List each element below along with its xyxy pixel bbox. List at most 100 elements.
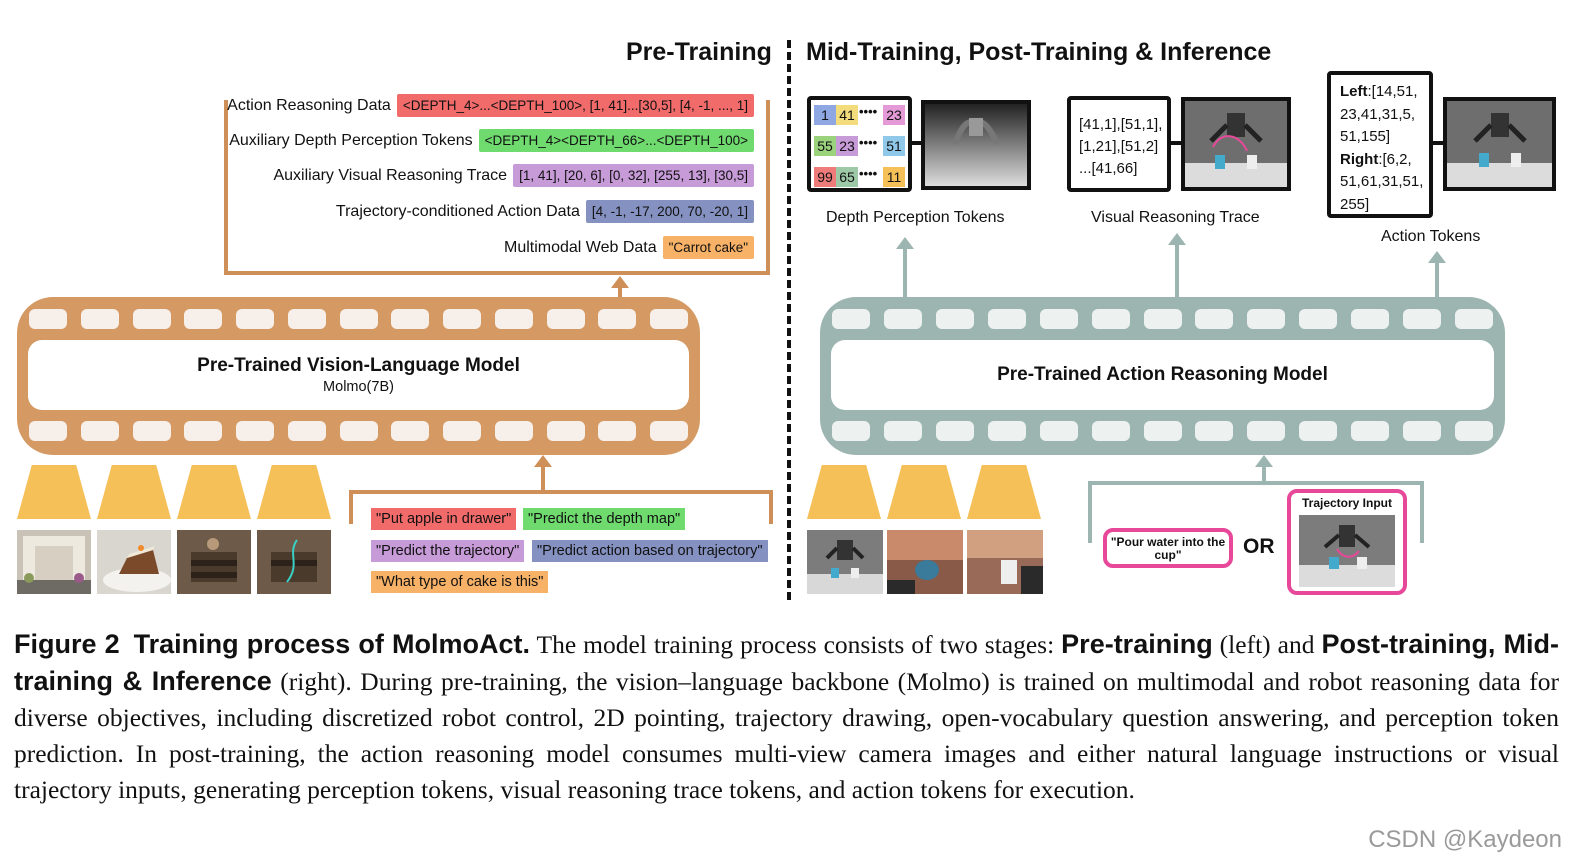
token-slot xyxy=(1403,309,1442,329)
carrot-cake-photo xyxy=(97,530,171,594)
posttraining-header: Mid-Training, Post-Training & Inference xyxy=(806,38,1272,66)
connector-line xyxy=(1169,141,1183,145)
prompt-tag: "Predict action based on trajectory" xyxy=(532,540,768,562)
image-encoder-trapezoid xyxy=(17,465,91,519)
prompt-bracket xyxy=(349,490,773,524)
ellipsis-dots: •••• xyxy=(859,104,878,119)
trajectory-input: Trajectory Input xyxy=(1287,489,1407,595)
action-caption: Action Tokens xyxy=(1381,228,1481,245)
data-tag: <DEPTH_4><DEPTH_66>...<DEPTH_100> xyxy=(478,129,754,152)
token-slot xyxy=(339,309,378,329)
token-slot xyxy=(443,309,481,329)
token-slot xyxy=(883,421,922,441)
right-arm-label: Right xyxy=(1340,150,1379,168)
depth-token-cell: 23 xyxy=(836,136,858,156)
data-label: Action Reasoning Data xyxy=(227,96,391,114)
token-slot xyxy=(1039,421,1078,441)
token-slot xyxy=(1143,421,1182,441)
image-encoder-trapezoid xyxy=(807,465,881,519)
token-slot xyxy=(1299,309,1338,329)
trace-line: ...[41,66] xyxy=(1079,160,1138,177)
data-tag: [1, 41], [20, 6], [0, 32], [255, 13], [3… xyxy=(513,164,754,187)
token-slot xyxy=(598,309,637,329)
token-slot xyxy=(1351,309,1390,329)
arrow-up-icon xyxy=(1255,455,1273,467)
caption-bold: Pre-training xyxy=(1061,629,1213,659)
arrow-up-icon xyxy=(1168,233,1186,245)
robot-front-view-photo xyxy=(807,530,883,594)
trace-robot-image xyxy=(1181,97,1291,191)
input-bracket xyxy=(1088,481,1424,543)
data-label: Auxiliary Visual Reasoning Trace xyxy=(273,166,508,184)
caption-text: (right). During pre-training, the vision… xyxy=(14,667,1560,804)
ellipsis-dots: •••• xyxy=(859,135,878,150)
depth-token-cell: 55 xyxy=(814,136,836,156)
token-slot xyxy=(391,309,430,329)
prompt-tag: "Put apple in drawer" xyxy=(371,508,517,530)
token-slot xyxy=(883,309,922,329)
data-label: Trajectory-conditioned Action Data xyxy=(335,202,580,220)
token-slot xyxy=(236,421,274,441)
left-arm-label: Left xyxy=(1340,83,1368,100)
token-slot xyxy=(1299,421,1338,441)
image-encoder-trapezoid xyxy=(887,465,961,519)
trajectory-input-image xyxy=(1299,515,1395,587)
token-slot xyxy=(29,309,67,329)
instruction-text: "Pour water into the cup" xyxy=(1110,535,1226,562)
figure-number: Figure 2 xyxy=(14,629,120,659)
model-body: Pre-Trained Action Reasoning Model xyxy=(831,340,1494,410)
vision-language-model-block: Pre-Trained Vision-Language Model Molmo(… xyxy=(17,297,700,455)
model-title: Pre-Trained Action Reasoning Model xyxy=(997,364,1328,385)
token-slot xyxy=(546,421,585,441)
token-slot xyxy=(287,309,326,329)
model-body: Pre-Trained Vision-Language Model Molmo(… xyxy=(28,340,689,410)
token-slot xyxy=(1247,421,1286,441)
token-slot xyxy=(339,421,378,441)
token-slot xyxy=(184,309,223,329)
token-slot xyxy=(29,421,67,441)
token-slot xyxy=(650,309,688,329)
data-row-trajectory-action: Trajectory-conditioned Action Data [4, -… xyxy=(336,200,754,223)
arrow-line xyxy=(618,286,622,298)
image-encoder-trapezoid xyxy=(97,465,171,519)
token-slot xyxy=(236,309,274,329)
token-slot xyxy=(1143,309,1182,329)
data-tag: "Carrot cake" xyxy=(662,236,754,259)
data-row-depth: Auxiliary Depth Perception Tokens <DEPTH… xyxy=(229,129,754,152)
trace-line: [1,21],[51,2] xyxy=(1079,138,1159,155)
data-label: Multimodal Web Data xyxy=(503,238,657,256)
token-slot xyxy=(546,309,585,329)
depth-token-cell: 1 xyxy=(814,105,836,125)
token-slot xyxy=(80,421,119,441)
trace-caption: Visual Reasoning Trace xyxy=(1091,209,1260,226)
token-slot xyxy=(443,421,481,441)
caption-bold: Post-training, Mid-training & Inference xyxy=(14,629,1560,696)
action-value: 23,41,31,5, xyxy=(1340,105,1416,123)
token-slot xyxy=(1403,421,1442,441)
figure-title: Training process of MolmoAct. xyxy=(133,629,530,659)
token-slot xyxy=(494,309,533,329)
image-encoder-trapezoid xyxy=(257,465,331,519)
data-label: Auxiliary Depth Perception Tokens xyxy=(229,131,473,149)
token-slot xyxy=(1455,309,1493,329)
action-robot-image xyxy=(1443,97,1556,191)
token-slot xyxy=(832,421,870,441)
trajectory-photo xyxy=(257,530,331,594)
token-slot xyxy=(987,309,1026,329)
token-slot xyxy=(1091,309,1130,329)
or-label: OR xyxy=(1243,535,1275,558)
drawer-photo xyxy=(177,530,251,594)
token-slot xyxy=(1039,309,1078,329)
token-slot xyxy=(80,309,119,329)
token-slot xyxy=(132,309,171,329)
watermark: CSDN @Kaydeon xyxy=(1368,826,1562,853)
token-slot xyxy=(935,309,974,329)
arrow-line xyxy=(1435,262,1439,297)
instruction-input: "Pour water into the cup" xyxy=(1103,528,1233,568)
action-value: :[6,2, xyxy=(1378,150,1412,168)
ellipsis-dots: •••• xyxy=(859,166,878,181)
token-slot xyxy=(832,309,870,329)
token-slot xyxy=(1195,421,1234,441)
connector-line xyxy=(908,141,922,145)
action-value: :[14,51, xyxy=(1367,83,1418,100)
